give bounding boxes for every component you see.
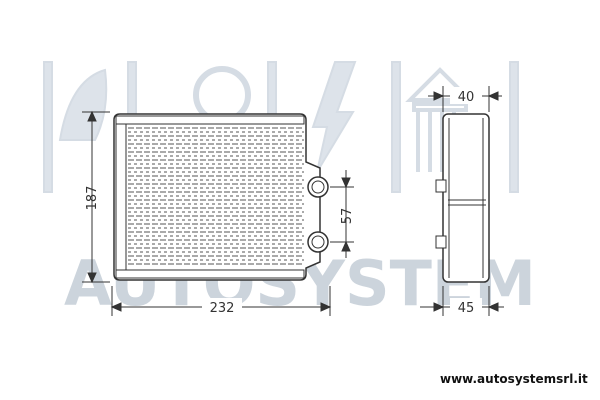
heater-core-front-view xyxy=(113,113,329,281)
depth-top-label: 40 xyxy=(458,90,475,105)
depth-top-arrow-right xyxy=(487,91,499,101)
watermark-gear xyxy=(193,66,251,124)
width-label-bg xyxy=(202,298,242,315)
watermark-lightning xyxy=(311,61,357,173)
pipe-dim-arrow-top xyxy=(341,177,351,189)
width-dimension-label: 232 xyxy=(210,301,235,316)
width-dim-arrow-left xyxy=(110,302,122,312)
depth-bottom-label: 45 xyxy=(458,301,475,316)
depth-bottom-arrow-right xyxy=(487,302,499,312)
pipe-spacing-dimension xyxy=(330,170,354,258)
website-url[interactable]: www.autosystemsrl.it xyxy=(440,372,588,386)
height-dim-arrow-top xyxy=(87,110,97,122)
depth-bottom-arrow-left xyxy=(433,302,445,312)
outlet-pipe xyxy=(307,231,329,253)
core-top-tank xyxy=(115,115,305,125)
core-fins xyxy=(128,127,304,265)
pipe-spacing-label: 57 xyxy=(340,208,355,225)
watermark-panel-4 xyxy=(391,61,401,193)
height-dim-arrow-bottom xyxy=(87,272,97,284)
watermark-panel-1 xyxy=(43,61,53,193)
height-dimension-label: 187 xyxy=(85,186,100,211)
depth-top-arrow-left xyxy=(433,91,445,101)
side-bottom-bracket xyxy=(435,235,447,249)
depth-top-label-bg xyxy=(450,87,482,104)
core-left-frame xyxy=(115,123,127,271)
watermark-panel-5 xyxy=(509,61,519,193)
side-top-bracket xyxy=(435,179,447,193)
depth-bottom-label-bg xyxy=(450,298,482,315)
core-outline xyxy=(113,113,321,281)
outlet-pipe-inner xyxy=(311,235,325,249)
height-dimension xyxy=(82,110,110,284)
watermark-seated-figure xyxy=(58,68,108,141)
inlet-pipe xyxy=(307,176,329,198)
side-body xyxy=(442,113,490,283)
heater-core-side-view xyxy=(435,113,490,283)
width-dim-arrow-right xyxy=(320,302,332,312)
inlet-pipe-inner xyxy=(311,180,325,194)
core-bottom-tank xyxy=(115,269,305,279)
watermark-temple xyxy=(405,67,475,172)
pipe-dim-arrow-bottom xyxy=(341,240,351,252)
